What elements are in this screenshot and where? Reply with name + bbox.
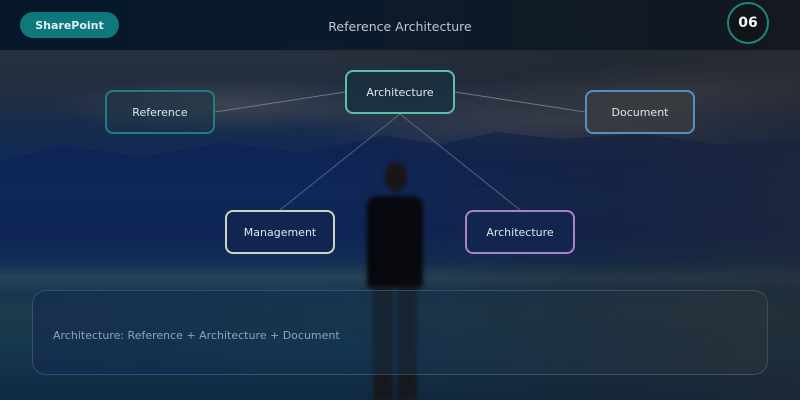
page-number-badge: 06 [727, 2, 769, 44]
summary-panel: Architecture: Reference + Architecture +… [32, 290, 768, 375]
node-reference[interactable]: Reference [105, 90, 215, 134]
node-label: Architecture [486, 225, 554, 239]
node-label: Architecture [366, 85, 434, 99]
header-bar: SharePoint Reference Architecture 06 [0, 0, 800, 50]
page-title: Reference Architecture [328, 19, 472, 34]
node-label: Document [611, 105, 669, 119]
node-architecture-bottom[interactable]: Architecture [465, 210, 575, 254]
node-architecture-top[interactable]: Architecture [345, 70, 455, 114]
node-management[interactable]: Management [225, 210, 335, 254]
node-label: Reference [132, 105, 188, 119]
node-document[interactable]: Document [585, 90, 695, 134]
node-label: Management [243, 225, 317, 239]
brand-pill-button[interactable]: SharePoint [20, 12, 119, 38]
summary-text: Architecture: Reference + Architecture +… [53, 329, 340, 342]
